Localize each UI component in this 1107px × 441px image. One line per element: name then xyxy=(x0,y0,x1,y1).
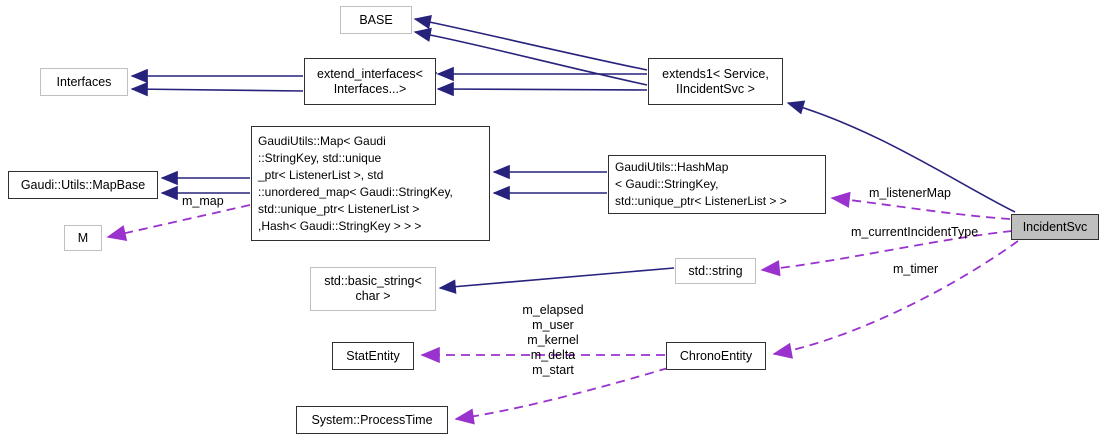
node-base[interactable]: BASE xyxy=(340,6,412,34)
node-std-string[interactable]: std::string xyxy=(675,258,756,284)
node-interfaces[interactable]: Interfaces xyxy=(40,68,128,96)
edge-extends1-to-extend-interfaces-2 xyxy=(436,81,648,97)
node-incidentsvc[interactable]: IncidentSvc xyxy=(1011,214,1099,240)
node-gaudiutils-map[interactable]: GaudiUtils::Map< Gaudi ::StringKey, std:… xyxy=(251,126,490,241)
node-chronoentity[interactable]: ChronoEntity xyxy=(666,342,766,370)
edge-map-m_map-to-M xyxy=(106,204,251,241)
node-m-template-param[interactable]: M xyxy=(64,225,102,251)
edge-incidentsvc-m_timer-to-chronoentity xyxy=(772,240,1019,359)
edge-extends1-to-base-2 xyxy=(413,27,648,86)
edge-label-m-map: m_map xyxy=(182,194,224,208)
edge-incidentsvc-m_listenerMap-to-hashmap xyxy=(830,191,1011,220)
edge-label-m-current-incident-type: m_currentIncidentType xyxy=(851,225,979,239)
edge-label-m-listener-map: m_listenerMap xyxy=(869,186,951,200)
edge-label-chrono-fields: m_elapsed m_user m_kernel m_delta m_star… xyxy=(522,303,584,377)
node-statentity[interactable]: StatEntity xyxy=(332,342,414,370)
node-system-processtime[interactable]: System::ProcessTime xyxy=(296,406,448,434)
node-std-basic-string[interactable]: std::basic_string< char > xyxy=(310,267,436,311)
node-extends1[interactable]: extends1< Service, IIncidentSvc > xyxy=(648,58,783,105)
edge-extend-interfaces-to-interfaces-2 xyxy=(130,81,304,97)
node-gaudi-utils-mapbase[interactable]: Gaudi::Utils::MapBase xyxy=(8,171,158,199)
edge-stdstring-to-basicstring xyxy=(438,267,675,294)
edge-extends1-to-base-1 xyxy=(413,15,648,71)
edge-label-m-timer: m_timer xyxy=(893,262,939,276)
node-extend-interfaces[interactable]: extend_interfaces< Interfaces...> xyxy=(304,58,436,105)
node-gaudiutils-hashmap[interactable]: GaudiUtils::HashMap < Gaudi::StringKey, … xyxy=(608,155,826,214)
